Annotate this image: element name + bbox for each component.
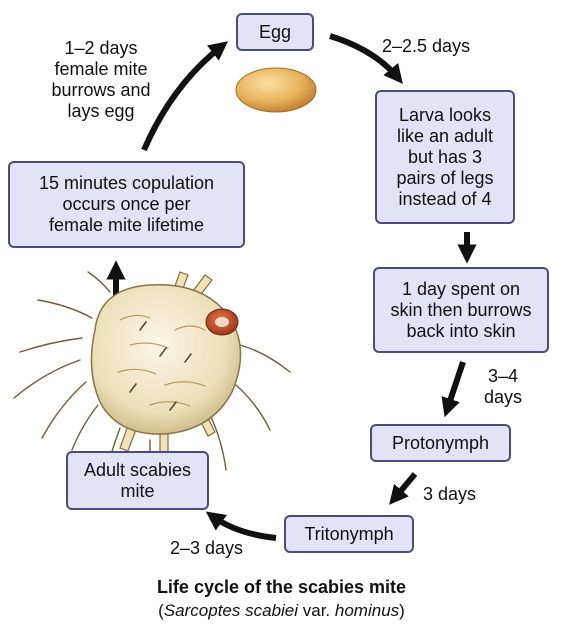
egg-illustration (236, 68, 316, 112)
duration-protonymph-to-tritonymph: 3 days (423, 484, 513, 505)
stage-larva: Larva looks like an adult but has 3 pair… (375, 90, 515, 224)
variety-prefix: var. (298, 601, 335, 620)
stage-copulation: 15 minutes copulation occurs once per fe… (8, 161, 245, 248)
duration-tritonymph-to-adult: 2–3 days (170, 538, 270, 559)
duration-egg-to-larva: 2–2.5 days (382, 36, 502, 57)
arrow-tritonymph-to-adult (212, 516, 276, 538)
stage-copulation-label: 15 minutes copulation occurs once per fe… (39, 173, 214, 236)
stage-tritonymph: Tritonymph (284, 515, 414, 553)
figure-title: Life cycle of the scabies mite (0, 577, 563, 598)
species-name: Sarcoptes scabiei (164, 601, 298, 620)
stage-adult-label: Adult scabies mite (84, 460, 191, 502)
arrow-protonymph-to-tritonymph (394, 474, 415, 499)
stage-skin-label: 1 day spent on skin then burrows back in… (390, 279, 531, 342)
stage-egg: Egg (236, 13, 314, 51)
stage-larva-label: Larva looks like an adult but has 3 pair… (396, 105, 493, 210)
arrow-skin-to-protonymph (447, 362, 463, 410)
duration-skin-to-protonymph: 3–4 days (468, 366, 538, 408)
subtitle-close-paren: ) (399, 601, 405, 620)
duration-copulation-to-egg: 1–2 days female mite burrows and lays eg… (36, 38, 166, 122)
variety-name: hominus (335, 601, 399, 620)
stage-adult: Adult scabies mite (66, 451, 209, 510)
stage-egg-label: Egg (259, 22, 291, 43)
stage-protonymph-label: Protonymph (392, 433, 489, 454)
stage-tritonymph-label: Tritonymph (304, 524, 393, 545)
stage-protonymph: Protonymph (370, 424, 511, 462)
stage-skin: 1 day spent on skin then burrows back in… (373, 267, 549, 353)
figure-subtitle: (Sarcoptes scabiei var. hominus) (0, 601, 563, 621)
